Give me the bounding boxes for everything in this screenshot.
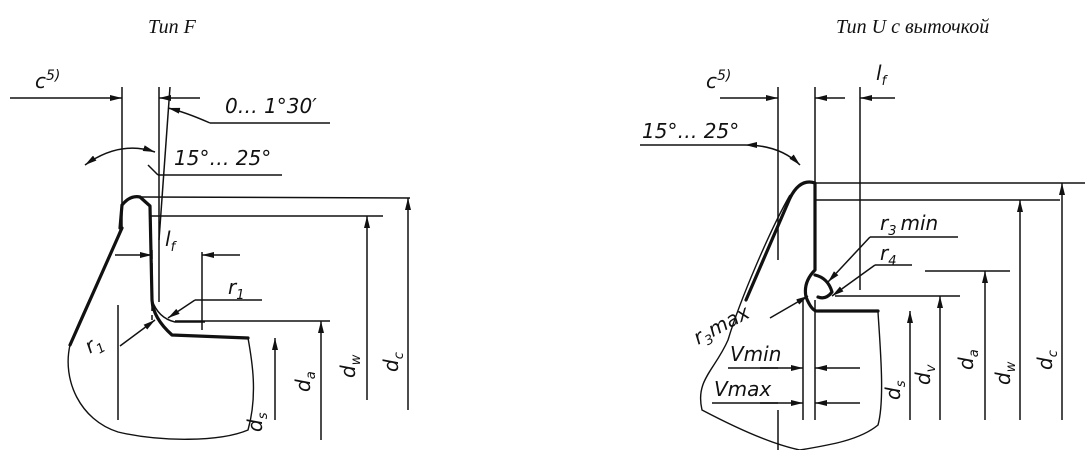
label-dw-u: dw [991, 361, 1019, 385]
label-ds-u: ds [881, 380, 909, 400]
arc-angle-chamfer-f [84, 145, 156, 166]
leader-r1-left [119, 319, 156, 347]
label-c-u: c5) [706, 68, 731, 93]
arc-angle-chamfer-u [744, 142, 801, 166]
body-outline-f [67, 224, 255, 440]
profile-inner-f [139, 196, 411, 199]
profile-chamfer-f [68, 226, 124, 347]
ext-line-small-angle [158, 86, 171, 241]
label-r1-right: r1 [228, 275, 245, 303]
profile-chamfer-u [744, 196, 792, 302]
label-vmin: Vmin [730, 342, 781, 366]
label-angle-chamfer-u: 15°… 25° [642, 119, 739, 143]
leader-r3max [769, 295, 809, 319]
label-da-f: da [291, 371, 319, 392]
label-r4: r4 [880, 241, 897, 269]
figure-type-u: Тип U с выточкой c5) lf 15°… 25° [640, 16, 1085, 450]
label-ds-f: ds [243, 412, 271, 432]
figure-title-type-u: Тип U с выточкой [836, 16, 989, 38]
label-dc-f: dc [379, 352, 407, 372]
label-da-u: da [954, 349, 982, 370]
label-dv: dv [911, 364, 939, 385]
figure-type-f: Тип F c5) 0… 1°30′ 15°… 25° [10, 16, 411, 440]
profile-groove-u [813, 273, 834, 300]
label-angle-small: 0… 1°30′ [225, 94, 317, 118]
label-vmax: Vmax [714, 377, 771, 401]
profile-edge-u [788, 180, 880, 313]
profile-edge-f [118, 195, 250, 340]
label-dw-f: dw [336, 354, 364, 378]
chamfer-inner-line-f [151, 299, 205, 323]
label-c-f: c5) [35, 68, 60, 93]
label-angle-chamfer-f: 15°… 25° [174, 146, 271, 170]
figure-title-type-f: Тип F [148, 16, 197, 38]
label-dc-u: dc [1033, 350, 1061, 370]
body-outline-u [699, 194, 883, 450]
label-lf-u: lf [876, 61, 889, 89]
label-lf-f: lf [165, 227, 178, 255]
label-r1-left: r1 [80, 329, 108, 362]
